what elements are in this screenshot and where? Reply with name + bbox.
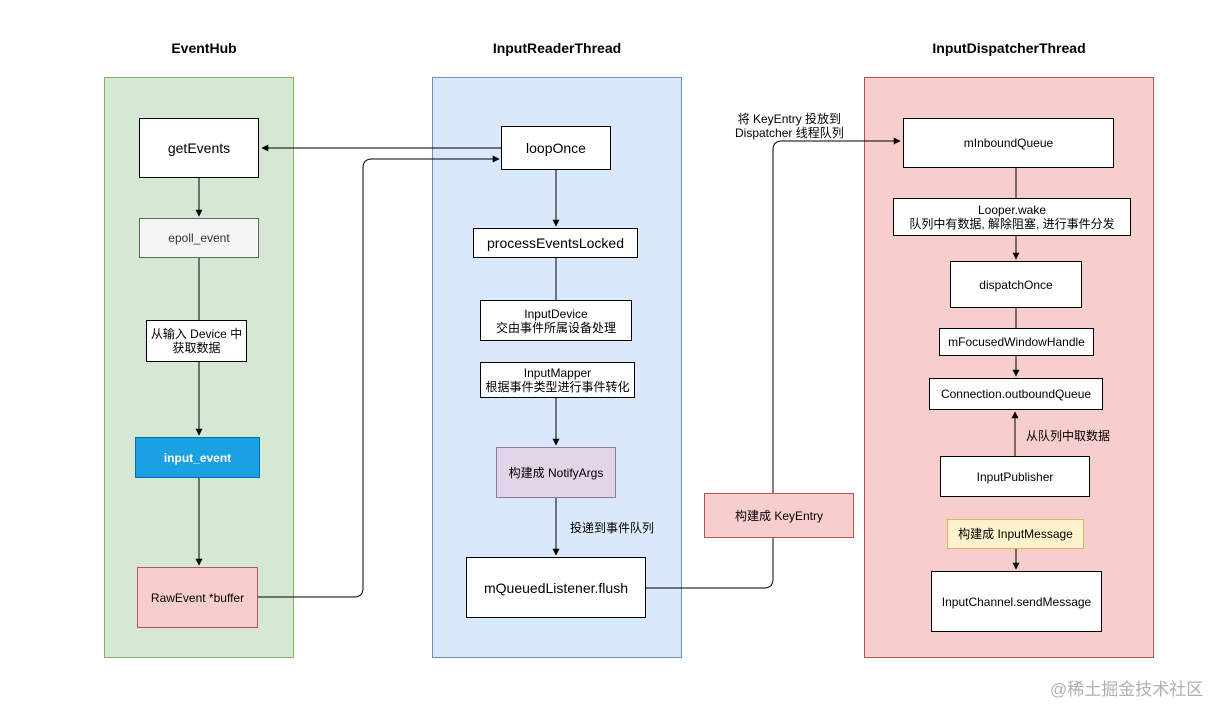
get-events-node[interactable]: getEvents <box>139 118 259 178</box>
watermark: @稀土掘金技术社区 <box>1050 680 1204 699</box>
process-events-label: processEventsLocked <box>487 235 624 251</box>
raw-event-label: RawEvent *buffer <box>150 590 245 605</box>
dispatcher-lane <box>864 77 1154 658</box>
input-event-label: input_event <box>163 450 232 465</box>
focused-window-node[interactable]: mFocusedWindowHandle <box>939 328 1094 356</box>
input-device-node[interactable]: InputDevice 交由事件所属设备处理 <box>480 300 632 341</box>
send-message-node[interactable]: InputChannel.sendMessage <box>931 571 1102 632</box>
outbound-queue-node[interactable]: Connection.outboundQueue <box>929 378 1103 410</box>
dispatcher-title: InputDispatcherThread <box>932 40 1086 56</box>
input-mapper-node[interactable]: InputMapper 根据事件类型进行事件转化 <box>480 362 635 398</box>
looper-wake-label: Looper.wake 队列中有数据, 解除阻塞, 进行事件分发 <box>909 203 1115 231</box>
notify-args-node[interactable]: 构建成 NotifyArgs <box>496 447 616 498</box>
input-message-node[interactable]: 构建成 InputMessage <box>947 519 1084 549</box>
key-entry-label: 构建成 KeyEntry <box>734 508 824 523</box>
loop-once-label: loopOnce <box>526 140 586 156</box>
epoll-event-node[interactable]: epoll_event <box>139 218 259 258</box>
take-data-label: 从队列中取数据 <box>1026 429 1111 443</box>
flush-node[interactable]: mQueuedListener.flush <box>466 557 646 618</box>
dispatch-once-label: dispatchOnce <box>979 277 1053 292</box>
deliver-queue-label: 投递到事件队列 <box>570 521 655 535</box>
focused-window-label: mFocusedWindowHandle <box>948 335 1085 349</box>
inbound-queue-node[interactable]: mInboundQueue <box>903 118 1114 168</box>
reader-title: InputReaderThread <box>492 40 622 56</box>
publisher-node[interactable]: InputPublisher <box>940 456 1090 497</box>
read-device-label: 从输入 Device 中 获取数据 <box>150 327 243 355</box>
input-mapper-label: InputMapper 根据事件类型进行事件转化 <box>485 366 630 394</box>
input-event-node[interactable]: input_event <box>135 437 260 478</box>
read-device-node[interactable]: 从输入 Device 中 获取数据 <box>146 320 247 362</box>
publisher-label: InputPublisher <box>976 469 1054 484</box>
raw-event-node[interactable]: RawEvent *buffer <box>137 567 258 628</box>
send-message-label: InputChannel.sendMessage <box>941 594 1092 609</box>
process-events-node[interactable]: processEventsLocked <box>473 228 638 258</box>
outbound-queue-label: Connection.outboundQueue <box>940 387 1092 401</box>
dispatch-once-node[interactable]: dispatchOnce <box>950 261 1082 308</box>
notify-args-label: 构建成 NotifyArgs <box>508 465 604 480</box>
edge-flush-inbound <box>646 137 901 589</box>
put-queue-label: 将 KeyEntry 投放到 Dispatcher 线程队列 <box>735 112 844 140</box>
get-events-label: getEvents <box>167 140 231 156</box>
edge-rawevent-loopOnce <box>258 155 500 598</box>
flush-label: mQueuedListener.flush <box>484 579 628 596</box>
loop-once-node[interactable]: loopOnce <box>501 126 611 170</box>
eventhub-title: EventHub <box>171 40 237 56</box>
looper-wake-node[interactable]: Looper.wake 队列中有数据, 解除阻塞, 进行事件分发 <box>893 198 1131 236</box>
inbound-queue-label: mInboundQueue <box>963 136 1054 150</box>
epoll-event-label: epoll_event <box>168 231 230 245</box>
input-device-label: InputDevice 交由事件所属设备处理 <box>495 306 616 335</box>
input-message-label: 构建成 InputMessage <box>958 527 1073 541</box>
key-entry-node[interactable]: 构建成 KeyEntry <box>704 493 854 538</box>
